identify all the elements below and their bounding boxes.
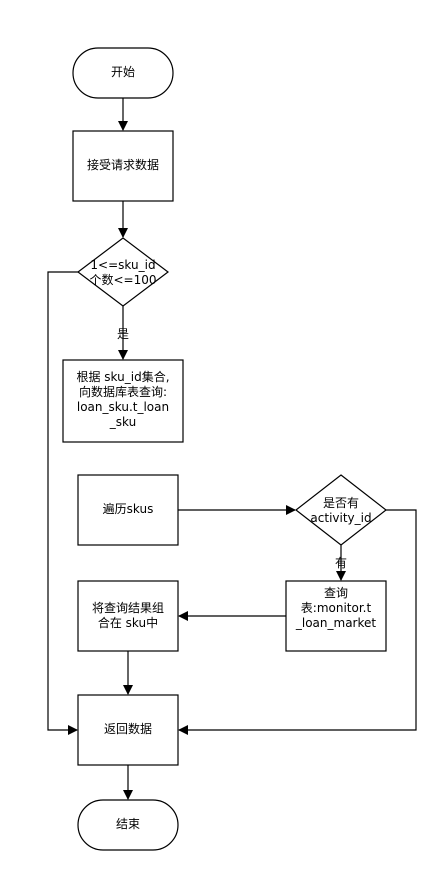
receive-node-shape: [72, 130, 174, 202]
edge-check-return: [47, 271, 78, 735]
end-node-label: 结束: [115, 817, 140, 831]
iterate-node-shape: [77, 474, 179, 546]
yes-edge-label: 是: [116, 327, 129, 341]
end-node-shape: [77, 799, 179, 851]
start-node-label: 开始: [110, 65, 135, 79]
iterate-node-label: 遍历skus: [102, 502, 154, 516]
edge-has-return: [178, 509, 417, 735]
has-edge-label: 有: [334, 556, 347, 570]
query-monitor-label: 查询 表:monitor.t _loan_market: [295, 586, 377, 630]
combine-node-label: 将查询结果组 合在 sku中: [91, 601, 164, 630]
receive-node-label: 接受请求数据: [86, 158, 159, 172]
query-loan-sku-label: 根据 sku_id集合, 向数据库表查询: loan_sku.t_loan _s…: [76, 370, 170, 429]
return-node-label: 返回数据: [103, 722, 152, 736]
has-activity-label: 是否有 activity_id: [310, 496, 372, 525]
combine-node-shape: [77, 580, 179, 652]
query-loan-sku-shape: [62, 359, 184, 443]
check-count-label: 1<=sku_id 个数<=100: [89, 258, 157, 287]
